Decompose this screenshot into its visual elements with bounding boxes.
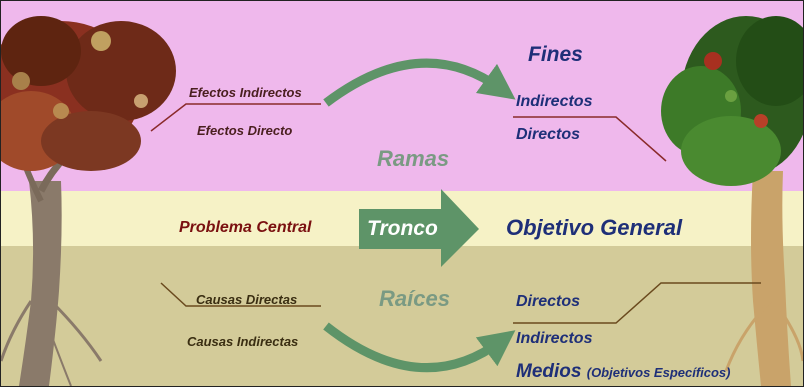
central-problem-label: Problema Central [179, 219, 312, 236]
ends-indirect-label: Indirectos [516, 93, 593, 110]
branches-label: Ramas [377, 146, 450, 171]
trunk-label: Tronco [367, 217, 438, 240]
causes-direct-label: Causas Directas [196, 292, 298, 307]
ends-connector-line [513, 116, 667, 162]
means-direct-label: Directos [516, 293, 581, 310]
general-objective-label: Objetivo General [506, 215, 683, 240]
effects-indirect-label: Efectos Indirectos [189, 85, 302, 100]
causes-to-means-arrow [323, 322, 516, 373]
effects-connector-line [150, 103, 321, 132]
means-title: Medios (Objetivos Específicos) [516, 361, 731, 383]
means-connector-line [513, 282, 761, 324]
left-tree-illustration [1, 16, 176, 386]
means-subtitle: (Objetivos Específicos) [586, 365, 731, 380]
effects-direct-label: Efectos Directo [197, 123, 293, 138]
means-indirect-label: Indirectos [516, 330, 593, 347]
roots-label: Raíces [379, 286, 450, 311]
effects-to-ends-arrow [323, 58, 516, 107]
ends-direct-label: Directos [516, 126, 581, 143]
causes-connector-line [160, 282, 321, 307]
ends-title: Fines [528, 43, 583, 66]
trunk-arrow [359, 189, 479, 267]
right-tree-illustration [661, 16, 803, 386]
causes-indirect-label: Causas Indirectas [187, 334, 299, 349]
means-title-text: Medios [516, 361, 582, 382]
